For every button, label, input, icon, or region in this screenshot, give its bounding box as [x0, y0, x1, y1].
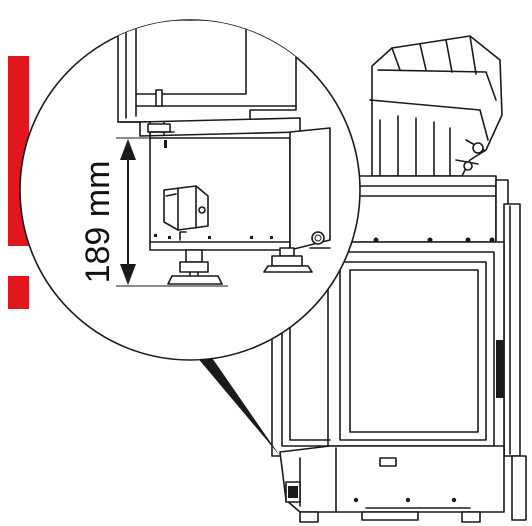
magnifier-pointer — [196, 352, 280, 456]
detail-magnifier: 189 mm — [19, 19, 361, 456]
latch-block — [163, 185, 209, 231]
fireplace-unit — [271, 35, 527, 523]
dimension-indicator — [116, 137, 228, 287]
flue-collar — [369, 35, 503, 177]
adjustable-foot-right — [263, 247, 313, 273]
dimension-arrow-up — [120, 139, 136, 160]
dimension-arrow-down — [120, 264, 136, 285]
warning-dot — [8, 276, 29, 309]
dimension-label: 189 mm — [79, 161, 117, 284]
door-handle — [496, 340, 504, 398]
adjustable-foot-left — [167, 249, 223, 285]
